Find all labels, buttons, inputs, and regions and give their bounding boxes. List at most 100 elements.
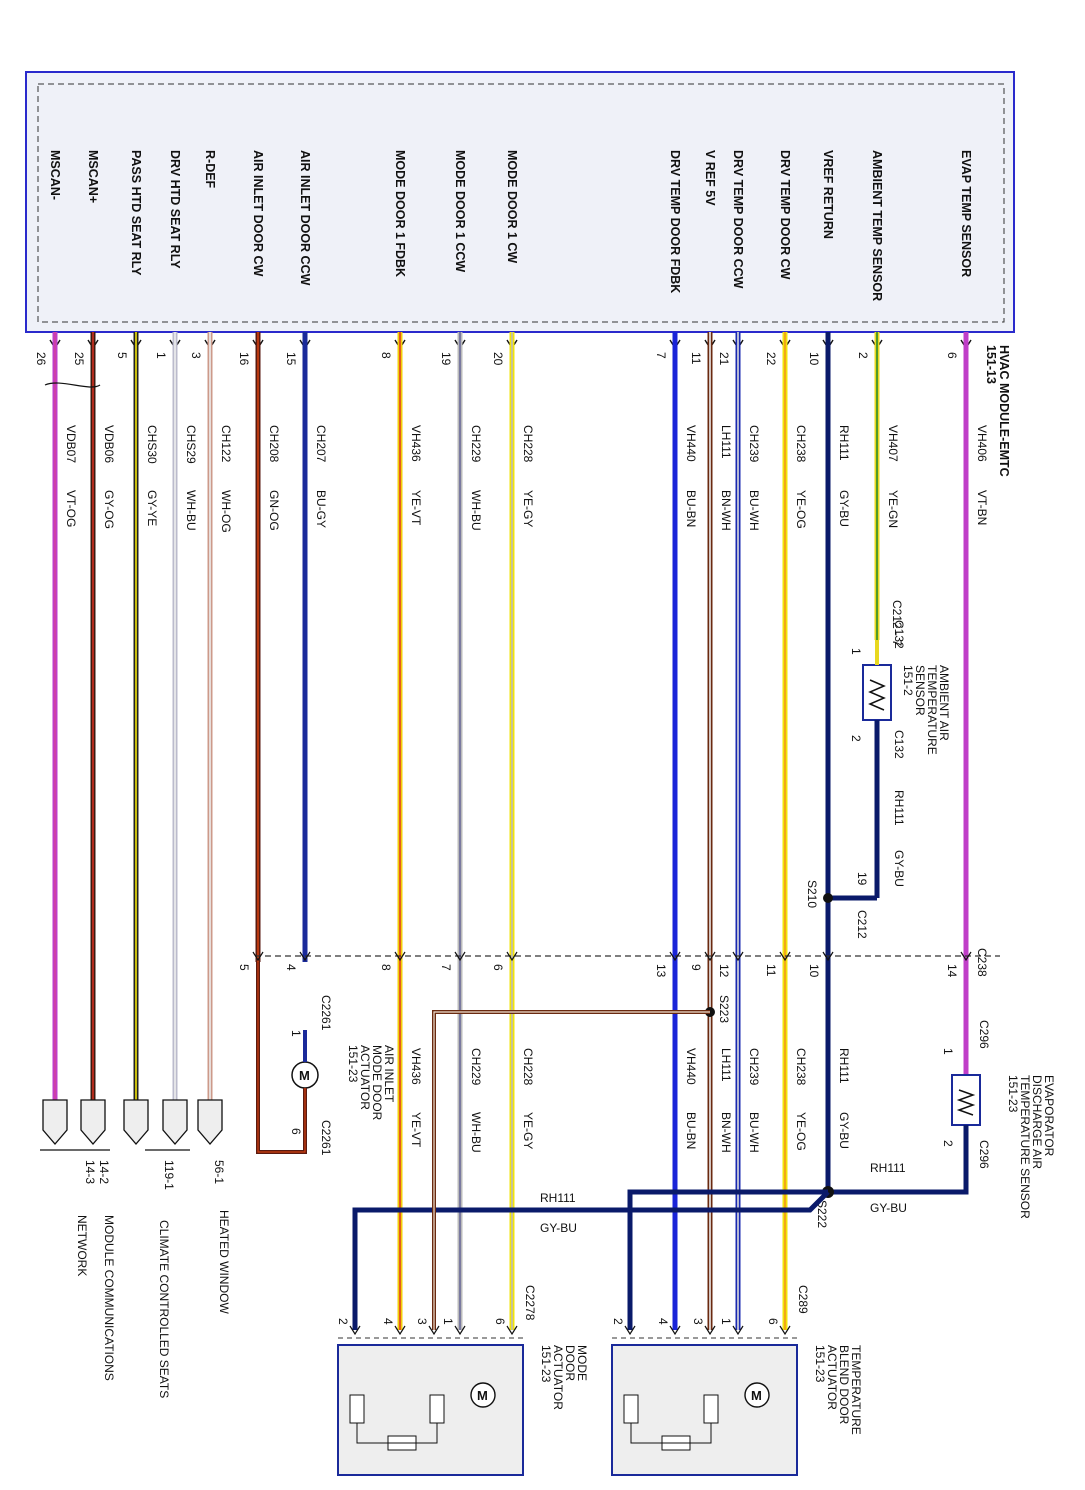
circuit-label-16: VDB07: [64, 425, 78, 463]
c238-pin-8: 8: [379, 964, 393, 971]
mode-door-actuator-motor: M: [477, 1388, 488, 1403]
circuit-label-6: VH440: [684, 425, 698, 462]
c212-7-label: C212 - 7: [890, 600, 904, 646]
c238-arrow-11: [779, 951, 791, 962]
lower-color-2: BU-WH: [747, 1112, 761, 1153]
circuit-label-10: CH207: [314, 425, 328, 463]
s210-splice: [823, 893, 833, 903]
s223-label: S223: [717, 995, 731, 1023]
evap-sensor-label-3: TEMPERATURE SENSOR: [1018, 1075, 1032, 1219]
mode-door-actuator-label-0: MODE: [575, 1345, 589, 1381]
circuit-label-12: CH122: [219, 425, 233, 463]
air-inlet-pin1: 1: [289, 1030, 303, 1037]
module-pin-number-5: 11: [689, 352, 703, 365]
circuit-label-3: CH238: [794, 425, 808, 463]
temperature-blend-door-actuator-pin-3: 3: [691, 1318, 705, 1325]
module-pin-number-1: 2: [856, 352, 870, 359]
lower-color-5: YE-GY: [521, 1112, 535, 1149]
module-pin-number-12: 3: [189, 352, 203, 359]
lower-color-1: YE-OG: [794, 1112, 808, 1151]
mode-door-actuator-label-1: DOOR: [563, 1345, 577, 1381]
circuit-label-4: CH239: [747, 425, 761, 463]
evap-sensor-pin2: 2: [941, 1140, 955, 1147]
mode-door-actuator-label-3: 151-23: [539, 1345, 553, 1383]
module-pin-label-13: DRV HTD SEAT RLY: [168, 150, 182, 269]
c238-arrow-6: [506, 951, 518, 962]
c296-bottom-label: C296: [977, 1140, 991, 1169]
dest-ref-heated-window: 56-1: [212, 1160, 226, 1184]
color-label-12: WH-OG: [219, 490, 233, 533]
c132-top-label: C132: [892, 620, 906, 649]
module-pin-label-16: MSCAN-: [48, 150, 62, 200]
mode-door-actuator-pin-2: 2: [336, 1318, 350, 1325]
air-inlet-mode-door-actuator: M AIR INLET MODE DOOR ACTUATOR 151-23 C2…: [256, 962, 396, 1156]
temperature-blend-door-actuator-label-3: 151-23: [813, 1345, 827, 1383]
c238-arrow-12: [732, 951, 744, 962]
circuit-label-14: CHS30: [145, 425, 159, 464]
module-name: HVAC MODULE-EMTC: [997, 345, 1011, 477]
lower-color-0: GY-BU: [837, 1112, 851, 1149]
module-pin-number-9: 8: [379, 352, 393, 359]
dest-label-heated-window: HEATED WINDOW: [217, 1210, 231, 1314]
lower-circuit-5: CH228: [521, 1048, 535, 1086]
lower-color-4: BU-BN: [684, 1112, 698, 1149]
air-inlet-motor-symbol: M: [299, 1068, 310, 1083]
dest-label-network-1: MODULE COMMUNICATIONS: [102, 1215, 116, 1381]
evap-sensor-label-4: 151-23: [1006, 1075, 1020, 1113]
lower-circuit-0: RH111: [837, 1048, 851, 1084]
air-inlet-label-4: 151-23: [346, 1045, 360, 1083]
color-label-2: GY-BU: [837, 490, 851, 527]
c238-arrow-4: [299, 951, 311, 962]
temperature-blend-door-actuator-motor: M: [751, 1388, 762, 1403]
dest-label-network-2: NETWORK: [75, 1215, 89, 1276]
circuit-label-8: CH229: [469, 425, 483, 463]
c238-arrow-13: [669, 951, 681, 962]
rh111-bus-to-mode-door: [352, 1190, 830, 1330]
ambient-sensor-label-2: TEMPERATURE: [925, 665, 939, 755]
destination-arrow-1: [162, 1099, 188, 1145]
c238-pin-9: 9: [689, 964, 703, 971]
dest-ref-network-2: 14-3: [83, 1160, 97, 1184]
temperature-blend-door-actuator-pin-2: 2: [611, 1318, 625, 1325]
color-label-13: WH-BU: [184, 490, 198, 531]
temperature-blend-door-actuator-label-2: ACTUATOR: [825, 1345, 839, 1410]
c212-pin-label: 19: [855, 872, 869, 886]
ambient-sensor-pin1: 1: [849, 648, 863, 655]
module-pin-label-3: DRV TEMP DOOR CW: [778, 150, 792, 280]
circuit-label-1: VH407: [886, 425, 900, 462]
circuit-label-9: VH436: [409, 425, 423, 462]
bus-rh111-label: RH111: [540, 1191, 576, 1205]
ambient-rh111-label: RH111: [892, 790, 906, 826]
module-pin-number-16: 26: [34, 352, 48, 366]
destination-arrow-3: [80, 1099, 106, 1145]
circuit-label-15: VDB06: [102, 425, 116, 463]
temperature-blend-door-actuator-pin-4: 4: [656, 1318, 670, 1325]
module-pin-number-6: 7: [654, 352, 668, 359]
module-title: HVAC MODULE-EMTC 151-13: [984, 345, 1011, 477]
lower-circuit-7: VH436: [409, 1048, 423, 1085]
c238-pin-6: 6: [491, 964, 505, 971]
hvac-module-outline: [25, 71, 1015, 333]
ambient-sensor-label-1: AMBIENT AIR: [937, 665, 951, 741]
circuit-label-5: LH111: [719, 425, 733, 459]
module-pin-label-15: MSCAN+: [86, 150, 100, 203]
temperature-blend-door-actuator-label-0: TEMPERATURE: [849, 1345, 863, 1435]
module-pin-number-3: 22: [764, 352, 778, 366]
circuit-label-7: CH228: [521, 425, 535, 463]
ambient-sensor-label-3: SENSOR: [913, 665, 927, 716]
air-inlet-label-1: AIR INLET: [382, 1045, 396, 1103]
c238-pin-7: 7: [439, 964, 453, 971]
c238-pin-5: 5: [237, 964, 251, 971]
color-label-15: GY-OG: [102, 490, 116, 529]
mode-door-actuator-pin-3: 3: [415, 1318, 429, 1325]
module-pin-number-0: 6: [945, 352, 959, 359]
twisted-pair-symbol: [44, 382, 101, 388]
c238-arrow-14: [960, 951, 972, 962]
color-label-1: YE-GN: [886, 490, 900, 528]
c238-arrow-8: [394, 951, 406, 962]
mode-door-actuator-label-2: ACTUATOR: [551, 1345, 565, 1410]
mode-door-actuator-pin-4: 4: [381, 1318, 395, 1325]
color-label-10: BU-GY: [314, 490, 328, 528]
